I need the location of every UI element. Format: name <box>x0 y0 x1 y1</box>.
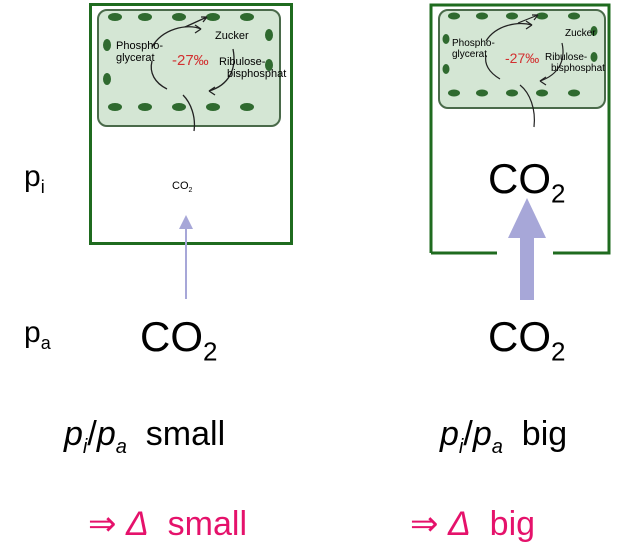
left-inside-co2: CO2 <box>172 180 193 195</box>
right-chloroplast-drawing <box>442 12 598 128</box>
left-calvin-cycle-arrows <box>150 16 235 132</box>
left-chloroplast-drawing <box>103 13 273 132</box>
pi-row-label: pi <box>24 160 45 198</box>
left-diffusion-arrow <box>179 215 193 299</box>
left-ratio-label: pi/pa small <box>64 415 226 458</box>
right-cell-wall <box>429 3 611 255</box>
right-grana <box>442 12 598 97</box>
left-cell-wall <box>89 3 293 245</box>
right-inside-co2: CO2 <box>488 155 566 209</box>
right-diffusion-arrow <box>508 198 546 300</box>
right-outside-co2: CO2 <box>488 313 566 367</box>
left-fractionation-value: -27‰ <box>172 52 209 69</box>
left-outside-co2: CO2 <box>140 313 218 367</box>
right-fractionation-value: -27‰ <box>505 50 540 66</box>
right-ribulose-label: Ribulose- bisphosphat <box>545 52 605 74</box>
right-delta-label: ⇒ Δ big <box>410 505 536 543</box>
left-grana <box>103 13 273 111</box>
left-ribulose-label: Ribulose- bisphosphat <box>219 56 287 80</box>
pa-base: p <box>24 316 41 349</box>
right-calvin-cycle-arrows <box>485 14 564 128</box>
pi-base: p <box>24 160 41 193</box>
right-zucker-label: Zucker <box>565 28 596 39</box>
left-delta-label: ⇒ Δ small <box>88 505 248 543</box>
pi-sub: i <box>40 177 45 197</box>
right-phosphoglycerat-label: Phospho- glycerat <box>452 38 495 60</box>
right-ratio-label: pi/pa big <box>440 415 568 458</box>
pa-sub: a <box>40 333 51 353</box>
left-zucker-label: Zucker <box>215 30 249 42</box>
left-phosphoglycerat-label: Phospho- glycerat <box>116 40 164 64</box>
pa-row-label: pa <box>24 316 51 354</box>
